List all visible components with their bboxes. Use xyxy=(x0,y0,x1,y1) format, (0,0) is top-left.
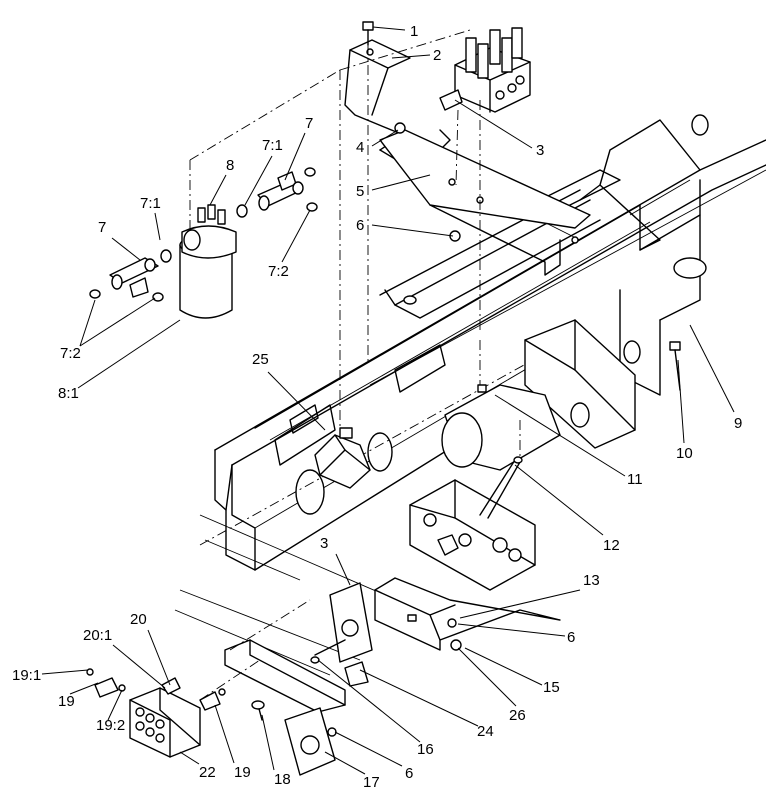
filter-assembly xyxy=(89,167,318,319)
callout-20: 20 xyxy=(130,611,147,628)
callout-22: 22 xyxy=(199,764,216,781)
callout-2: 2 xyxy=(433,47,441,64)
leader-line xyxy=(324,751,366,775)
leader-line xyxy=(214,704,235,764)
callout-3: 3 xyxy=(536,142,544,159)
callout-4: 4 xyxy=(356,139,364,156)
callout-8: 8 xyxy=(226,157,234,174)
leader-line xyxy=(77,319,181,389)
callout-6: 6 xyxy=(567,629,575,646)
leader-line xyxy=(391,54,431,59)
leader-line xyxy=(514,464,604,536)
leader-line xyxy=(111,237,141,261)
callout-6: 6 xyxy=(356,217,364,234)
callout-5: 5 xyxy=(356,183,364,200)
lower-manifold xyxy=(86,668,226,758)
leader-line xyxy=(689,324,735,413)
leader-line xyxy=(464,647,543,686)
callout-19-2: 19:2 xyxy=(96,717,125,734)
callout-19-1: 19:1 xyxy=(12,667,41,684)
leader-line xyxy=(79,297,156,347)
leader-line xyxy=(79,299,96,347)
rubber-mount xyxy=(314,427,371,489)
callout-19: 19 xyxy=(58,693,75,710)
callout-labels: 1 2 3 4 5 6 7 7:1 8 7:1 7 7:2 7:2 8:1 25… xyxy=(12,23,742,791)
leader-line xyxy=(112,644,166,689)
callout-11: 11 xyxy=(627,471,643,488)
callout-19: 19 xyxy=(234,764,251,781)
leader-line xyxy=(69,682,99,695)
callout-17: 17 xyxy=(363,774,380,791)
leader-line xyxy=(244,155,273,206)
frame-rail xyxy=(174,114,766,676)
leader-line xyxy=(371,174,431,191)
callout-15: 15 xyxy=(543,679,560,696)
leader-line xyxy=(359,669,479,727)
leader-line xyxy=(454,99,533,149)
leader-line xyxy=(457,647,517,707)
callout-3: 3 xyxy=(320,535,328,552)
callout-25: 25 xyxy=(252,351,269,368)
callout-26: 26 xyxy=(509,707,526,724)
callout-20-1: 20:1 xyxy=(83,627,112,644)
control-valve xyxy=(439,27,531,113)
leader-line xyxy=(154,212,161,241)
callout-1: 1 xyxy=(410,23,418,40)
leader-line xyxy=(371,129,399,147)
fasteners-and-centerlines xyxy=(189,29,681,701)
leader-line xyxy=(147,629,171,686)
cylinder-assembly xyxy=(441,319,636,471)
leader-line xyxy=(317,659,421,743)
callout-9: 9 xyxy=(734,415,742,432)
leader-line xyxy=(494,394,626,477)
callout-7-2: 7:2 xyxy=(60,345,81,362)
leader-line xyxy=(281,209,311,263)
leader-line xyxy=(261,714,275,771)
callout-6: 6 xyxy=(405,765,413,782)
leader-line xyxy=(284,132,306,181)
leader-line xyxy=(334,731,403,767)
leader-line xyxy=(107,689,123,721)
leader-line xyxy=(457,623,566,637)
leader-line xyxy=(179,751,200,765)
leader-line xyxy=(372,26,406,31)
leader-line xyxy=(41,669,89,675)
callout-18: 18 xyxy=(274,771,291,788)
callout-7: 7 xyxy=(305,115,313,132)
leader-line xyxy=(267,371,326,431)
callout-16: 16 xyxy=(417,741,434,758)
callout-13: 13 xyxy=(583,572,600,589)
callout-7-2: 7:2 xyxy=(268,263,289,280)
leader-line xyxy=(677,359,685,444)
leader-line xyxy=(459,589,581,619)
callout-7: 7 xyxy=(98,219,106,236)
callout-12: 12 xyxy=(603,537,620,554)
leader-line xyxy=(335,553,351,586)
valve-mount-bracket xyxy=(374,577,561,651)
lower-brackets xyxy=(224,582,373,776)
callout-10: 10 xyxy=(676,445,693,462)
manifold-block xyxy=(409,456,536,591)
callout-8-1: 8:1 xyxy=(58,385,79,402)
leader-line xyxy=(371,224,454,237)
callout-24: 24 xyxy=(477,723,494,740)
leader-line xyxy=(209,174,227,206)
callout-7-1: 7:1 xyxy=(262,137,283,154)
leader-lines xyxy=(41,26,735,775)
callout-7-1: 7:1 xyxy=(140,195,161,212)
